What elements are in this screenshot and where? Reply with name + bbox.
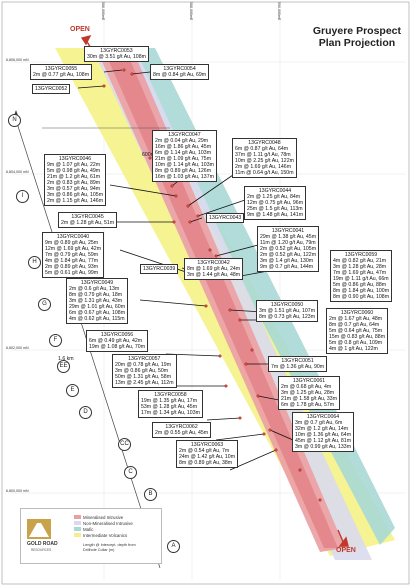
hole-13gyrc0045: 13GYRC0045 2m @ 1.28 g/t Au, 51m: [58, 212, 118, 228]
hole-13gyrc0042: 13GYRC0042 8m @ 1.69 g/t Au, 24m 3m @ 1.…: [184, 258, 244, 280]
hole-13gyrc0046: 13GYRC0046 9m @ 1.07 g/t Au, 22m 5m @ 0.…: [44, 154, 107, 206]
legend: GOLD ROAD RESOURCES Mineralised Intrusiv…: [20, 508, 162, 564]
hole-13gyrc0053: 13GYRC0053 30m @ 3.51 g/t Au, 108m: [84, 46, 149, 62]
legend-swatch: [74, 515, 81, 519]
hole-13gyrc0055: 13GYRC0055 2m @ 0.77 g/t Au, 108m: [30, 64, 93, 80]
legend-swatch: [74, 521, 81, 525]
company-name: GOLD ROAD: [27, 541, 58, 547]
hole-13gyrc0044: 13GYRC0044 2m @ 1.25 g/t Au, 84m 12m @ 0…: [244, 186, 307, 220]
company-sub: RESOURCES: [31, 548, 52, 552]
hole-13gyrc0060: 13GYRC0060 2m @ 1.67 g/t Au, 48m 8m @ 0.…: [326, 308, 389, 354]
section-marker-i: I: [16, 190, 29, 203]
section-marker-b: B: [144, 488, 157, 501]
scale-1-6km: 1.6 km: [58, 356, 74, 362]
hole-13gyrc0043: 13GYRC0043: [206, 213, 245, 223]
hole-13gyrc0050: 13GYRC0050 3m @ 1.51 g/t Au, 107m 8m @ 0…: [256, 300, 319, 322]
legend-item: Non-Mineralised Intrusive: [74, 521, 133, 526]
hole-13gyrc0052: 13GYRC0052: [32, 84, 71, 94]
northing-label: 6,804,000 mN: [6, 170, 29, 174]
title-line-1: Gruyere Prospect: [312, 25, 401, 37]
hole-13gyrc0063: 13GYRC0063 2m @ 0.54 g/t Au, 7m 24m @ 1.…: [176, 440, 239, 468]
hole-13gyrc0058: 13GYRC0058 19m @ 1.35 g/t Au, 17m 53m @ …: [138, 390, 203, 418]
north-marker: N: [8, 114, 21, 127]
open-arrows: [80, 34, 349, 547]
northing-label: 6,802,000 mN: [6, 346, 29, 350]
hole-13gyrc0039: 13GYRC0039: [140, 264, 179, 274]
easting-label: 586,000mE: [101, 2, 105, 21]
legend-note: Drillhole Collar (m): [83, 548, 115, 552]
section-marker-a: A: [167, 540, 180, 553]
hole-13gyrc0064: 13GYRC0064 3m @ 0.7 g/t Au, 6m 32m @ 1.2…: [292, 412, 355, 452]
legend-item: Mineralised Intrusive: [74, 515, 123, 520]
easting-label: 590,000mE: [277, 2, 281, 21]
section-marker-d: D: [79, 406, 92, 419]
hole-13gyrc0041: 13GYRC0041 29m @ 1.38 g/t Au, 45m 11m @ …: [257, 226, 320, 272]
open-label-top: OPEN: [70, 26, 90, 33]
hole-13gyrc0040: 13GYRC0040 9m @ 0.89 g/t Au, 25m 12m @ 1…: [42, 232, 105, 278]
section-marker-f: F: [49, 334, 62, 347]
legend-item: Intermediate Volcanics: [74, 533, 127, 538]
legend-swatch: [74, 527, 81, 531]
hole-13gyrc0051: 13GYRC0051 7m @ 1.36 g/t Au, 90m: [268, 356, 328, 372]
hole-13gyrc0059: 13GYRC0059 4m @ 0.82 g/t Au, 21m 3m @ 1.…: [330, 250, 393, 302]
legend-swatch: [74, 533, 81, 537]
section-marker-cc: CC: [118, 438, 131, 451]
hole-13gyrc0062: 13GYRC0062 2m @ 0.55 g/t Au, 45m: [152, 422, 212, 438]
hole-13gyrc0056: 13GYRC0056 6m @ 0.49 g/t Au, 42m 19m @ 1…: [86, 330, 149, 352]
northing-label: 6,806,000 mN: [6, 58, 29, 62]
scale-600m: 600m: [142, 152, 155, 158]
map-title: Gruyere Prospect Plan Projection: [313, 25, 401, 49]
section-marker-ee: EE: [57, 360, 70, 373]
gold-road-logo-icon: [27, 519, 51, 539]
easting-label: 588,000mE: [189, 2, 193, 21]
hole-13gyrc0057: 13GYRC0057 20m @ 0.78 g/t Au, 19m 3m @ 0…: [112, 354, 177, 388]
hole-13gyrc0047: 13GYRC0047 2m @ 0.04 g/t Au, 29m 16m @ 1…: [152, 130, 217, 182]
legend-item: Mafic: [74, 527, 94, 532]
legend-note: Length @ Intercept, depth from: [83, 543, 136, 547]
northing-label: 6,800,000 mN: [6, 489, 29, 493]
hole-13gyrc0048: 13GYRC0048 6m @ 0.87 g/t Au, 64m 37m @ 1…: [232, 138, 297, 178]
open-label-bottom: OPEN: [336, 547, 356, 554]
hole-13gyrc0054: 13GYRC0054 8m @ 0.84 g/t Au, 69m: [150, 64, 210, 80]
section-marker-h: H: [28, 256, 41, 269]
section-marker-c: C: [124, 466, 137, 479]
leader-lines: [77, 51, 294, 471]
title-line-2: Plan Projection: [318, 37, 396, 49]
section-marker-e: E: [66, 384, 79, 397]
section-marker-g: G: [38, 298, 51, 311]
hole-13gyrc0061: 13GYRC0061 2m @ 0.68 g/t Au, 4m 3m @ 1.2…: [278, 376, 341, 410]
hole-13gyrc0049: 13GYRC0049 2m @ 0.6 g/t Au, 13m 8m @ 0.7…: [66, 278, 129, 324]
